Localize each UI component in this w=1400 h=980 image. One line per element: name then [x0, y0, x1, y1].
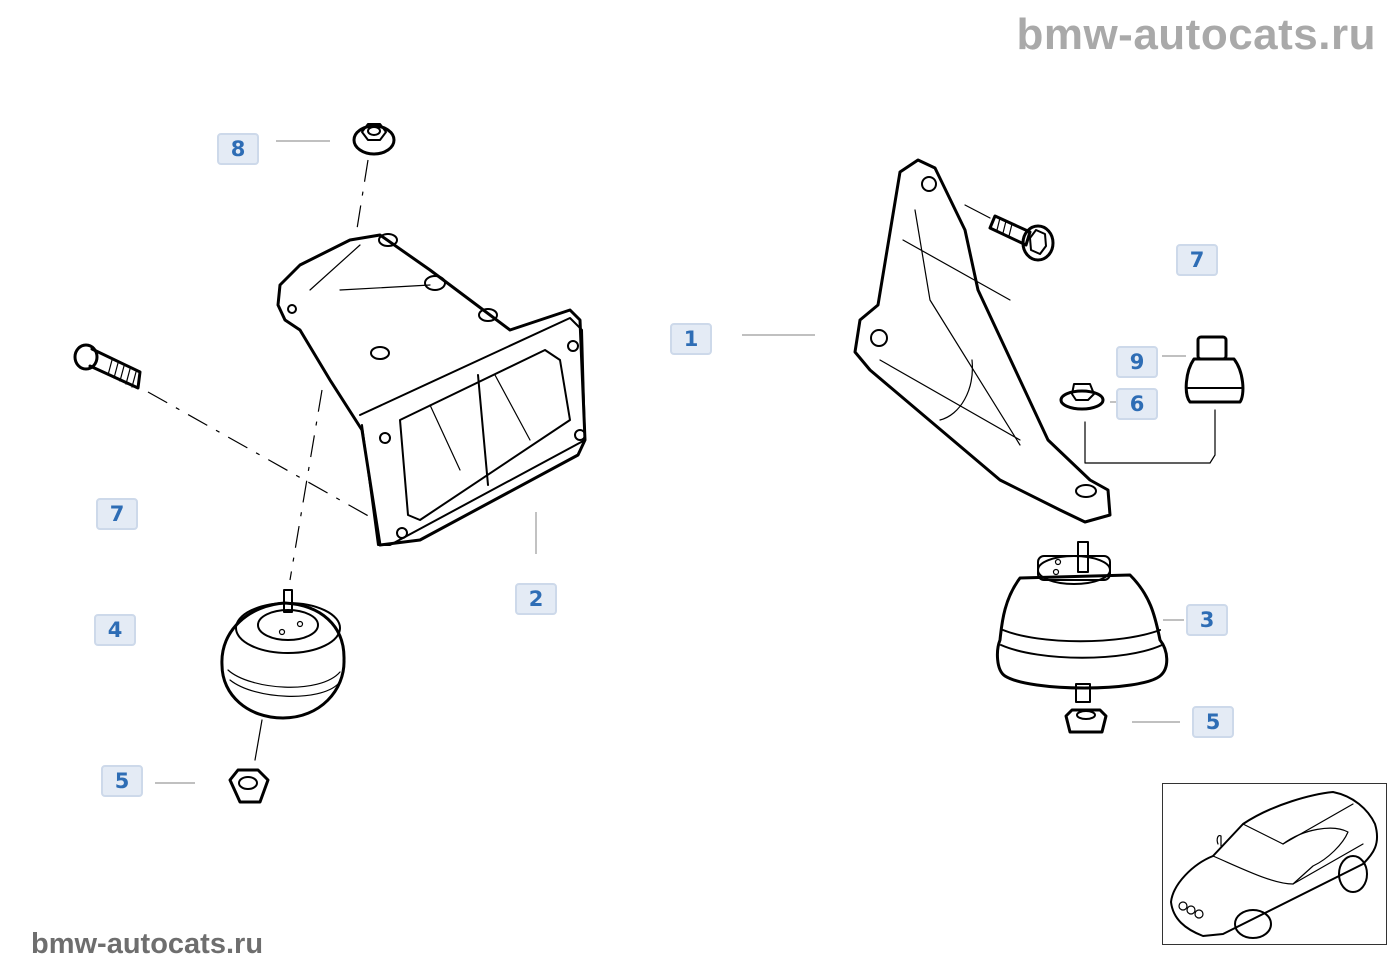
bracket-right-drawing	[853, 158, 1112, 524]
watermark-top: bmw-autocats.ru	[1016, 10, 1376, 59]
vehicle-inset	[1162, 783, 1387, 945]
callout-5-right[interactable]: 5	[1192, 706, 1234, 738]
bolt-left-drawing	[73, 343, 142, 390]
bracket-left-drawing	[276, 233, 587, 547]
nut-left-drawing	[228, 768, 270, 804]
flange-nut-8-drawing	[352, 123, 396, 156]
assembly-lines	[147, 159, 1216, 761]
bolt-right-drawing	[988, 214, 1055, 262]
callout-3[interactable]: 3	[1186, 604, 1228, 636]
callout-8[interactable]: 8	[217, 133, 259, 165]
nut-right-drawing	[1064, 708, 1108, 734]
watermark-bottom: bmw-autocats.ru	[31, 928, 264, 960]
mount-left-drawing	[220, 589, 346, 720]
callout-5-left[interactable]: 5	[101, 765, 143, 797]
callout-2[interactable]: 2	[515, 583, 557, 615]
callout-9[interactable]: 9	[1116, 346, 1158, 378]
buffer-9-drawing	[1184, 335, 1245, 404]
callout-7-left[interactable]: 7	[96, 498, 138, 530]
mount-right-drawing	[995, 541, 1169, 703]
flange-nut-6-drawing	[1059, 383, 1105, 411]
callout-4[interactable]: 4	[94, 614, 136, 646]
callout-7-right[interactable]: 7	[1176, 244, 1218, 276]
callout-6[interactable]: 6	[1116, 388, 1158, 420]
car-icon	[1170, 791, 1379, 939]
callout-1[interactable]: 1	[670, 323, 712, 355]
